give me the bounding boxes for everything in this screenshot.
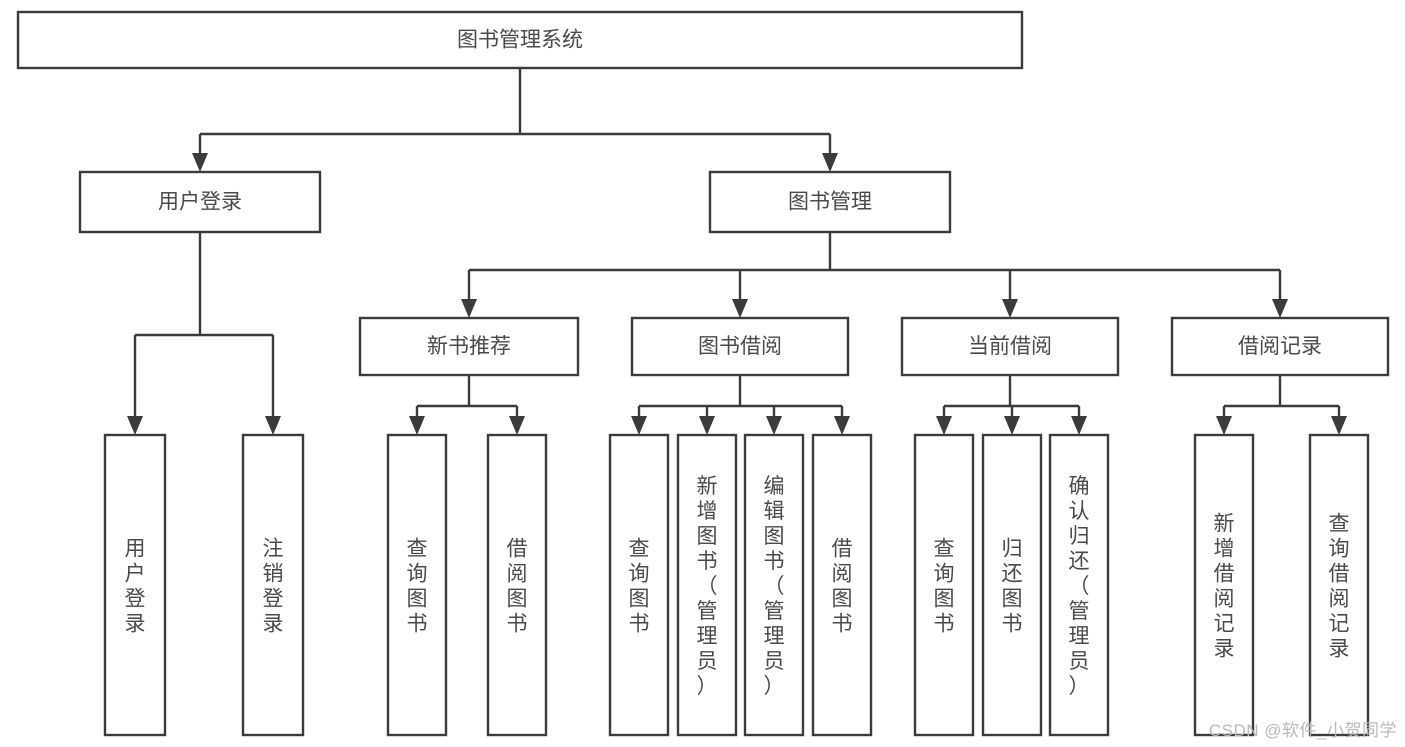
arrow-head-icon	[631, 416, 647, 435]
node-新增借阅记录[interactable]: 新增借阅记录	[1193, 433, 1255, 737]
node-当前借阅[interactable]: 当前借阅	[900, 316, 1120, 377]
node-box[interactable]	[1308, 433, 1370, 737]
node-查询图书[interactable]: 查询图书	[913, 433, 975, 737]
node-box[interactable]	[103, 433, 167, 737]
connector-user-login-to-leaves	[127, 232, 281, 435]
node-box[interactable]	[1048, 433, 1110, 737]
arrow-head-icon	[732, 299, 748, 318]
arrow-head-icon	[1002, 299, 1018, 318]
node-box[interactable]	[913, 433, 975, 737]
node-新增图书-管理员-[interactable]: 新增图书（管理员）	[676, 433, 738, 737]
node-box[interactable]	[1170, 316, 1390, 377]
node-box[interactable]	[608, 433, 670, 737]
arrow-head-icon	[1004, 416, 1020, 435]
node-box[interactable]	[386, 433, 448, 737]
node-查询图书[interactable]: 查询图书	[386, 433, 448, 737]
node-借阅图书[interactable]: 借阅图书	[811, 433, 873, 737]
node-编辑图书-管理员-[interactable]: 编辑图书（管理员）	[743, 433, 805, 737]
node-label: 新增借阅记录	[1214, 513, 1235, 661]
node-新书推荐[interactable]: 新书推荐	[358, 316, 580, 377]
arrow-head-icon	[766, 416, 782, 435]
node-label: 注销登录	[263, 538, 284, 636]
arrow-head-icon	[409, 416, 425, 435]
node-图书借阅[interactable]: 图书借阅	[630, 316, 850, 377]
arrow-head-icon	[834, 416, 850, 435]
arrow-head-icon	[192, 153, 208, 172]
node-label: 图书管理	[788, 191, 872, 214]
arrow-head-icon	[1071, 416, 1087, 435]
connector-new-book-to-leaves	[409, 375, 525, 435]
node-label: 查询图书	[934, 538, 955, 636]
node-box[interactable]	[743, 433, 805, 737]
node-box[interactable]	[78, 170, 322, 234]
node-label: 查询借阅记录	[1329, 513, 1350, 661]
connector-root-to-level1	[192, 68, 838, 172]
connector-book-manage-to-level2	[461, 232, 1288, 318]
node-box[interactable]	[900, 316, 1120, 377]
node-label: 编辑图书（管理员）	[764, 475, 785, 698]
watermark-text: CSDN @软件_小贺同学	[1208, 721, 1397, 740]
node-label: 查询图书	[629, 538, 650, 636]
connector-current-borrow-to-leaves	[936, 375, 1087, 435]
node-label: 确认归还（管理员）	[1069, 475, 1090, 698]
connector-borrow-to-leaves	[631, 375, 850, 435]
arrow-head-icon	[509, 416, 525, 435]
node-label: 图书管理系统	[457, 29, 583, 52]
node-box[interactable]	[1193, 433, 1255, 737]
node-box[interactable]	[708, 170, 952, 234]
node-注销登录[interactable]: 注销登录	[241, 433, 305, 737]
node-box[interactable]	[630, 316, 850, 377]
node-box[interactable]	[358, 316, 580, 377]
node-图书管理[interactable]: 图书管理	[708, 170, 952, 234]
node-box[interactable]	[486, 433, 548, 737]
node-label: 用户登录	[125, 538, 146, 636]
arrow-head-icon	[265, 416, 281, 435]
arrow-head-icon	[699, 416, 715, 435]
node-label: 用户登录	[158, 191, 242, 214]
arrow-head-icon	[1216, 416, 1232, 435]
node-借阅记录[interactable]: 借阅记录	[1170, 316, 1390, 377]
node-box[interactable]	[676, 433, 738, 737]
node-label: 借阅图书	[507, 538, 528, 636]
node-label: 借阅记录	[1238, 335, 1322, 358]
node-label: 新增图书（管理员）	[697, 475, 718, 698]
arrow-head-icon	[936, 416, 952, 435]
arrow-head-icon	[127, 416, 143, 435]
connector-layer	[127, 68, 1347, 435]
node-label: 归还图书	[1002, 538, 1023, 636]
node-查询图书[interactable]: 查询图书	[608, 433, 670, 737]
node-box[interactable]	[241, 433, 305, 737]
node-layer: 图书管理系统用户登录图书管理新书推荐图书借阅当前借阅借阅记录用户登录注销登录查询…	[16, 10, 1390, 737]
node-box[interactable]	[811, 433, 873, 737]
node-label: 借阅图书	[832, 538, 853, 636]
node-label: 当前借阅	[968, 335, 1052, 358]
node-查询借阅记录[interactable]: 查询借阅记录	[1308, 433, 1370, 737]
node-box[interactable]	[981, 433, 1043, 737]
node-确认归还-管理员-[interactable]: 确认归还（管理员）	[1048, 433, 1110, 737]
node-图书管理系统[interactable]: 图书管理系统	[16, 10, 1024, 70]
arrow-head-icon	[822, 153, 838, 172]
connector-records-to-leaves	[1216, 375, 1347, 435]
arrow-head-icon	[461, 299, 477, 318]
node-归还图书[interactable]: 归还图书	[981, 433, 1043, 737]
arrow-head-icon	[1331, 416, 1347, 435]
node-label: 新书推荐	[427, 335, 511, 358]
arrow-head-icon	[1272, 299, 1288, 318]
node-借阅图书[interactable]: 借阅图书	[486, 433, 548, 737]
node-用户登录[interactable]: 用户登录	[103, 433, 167, 737]
node-label: 查询图书	[407, 538, 428, 636]
node-用户登录[interactable]: 用户登录	[78, 170, 322, 234]
node-label: 图书借阅	[698, 335, 782, 358]
node-box[interactable]	[16, 10, 1024, 70]
